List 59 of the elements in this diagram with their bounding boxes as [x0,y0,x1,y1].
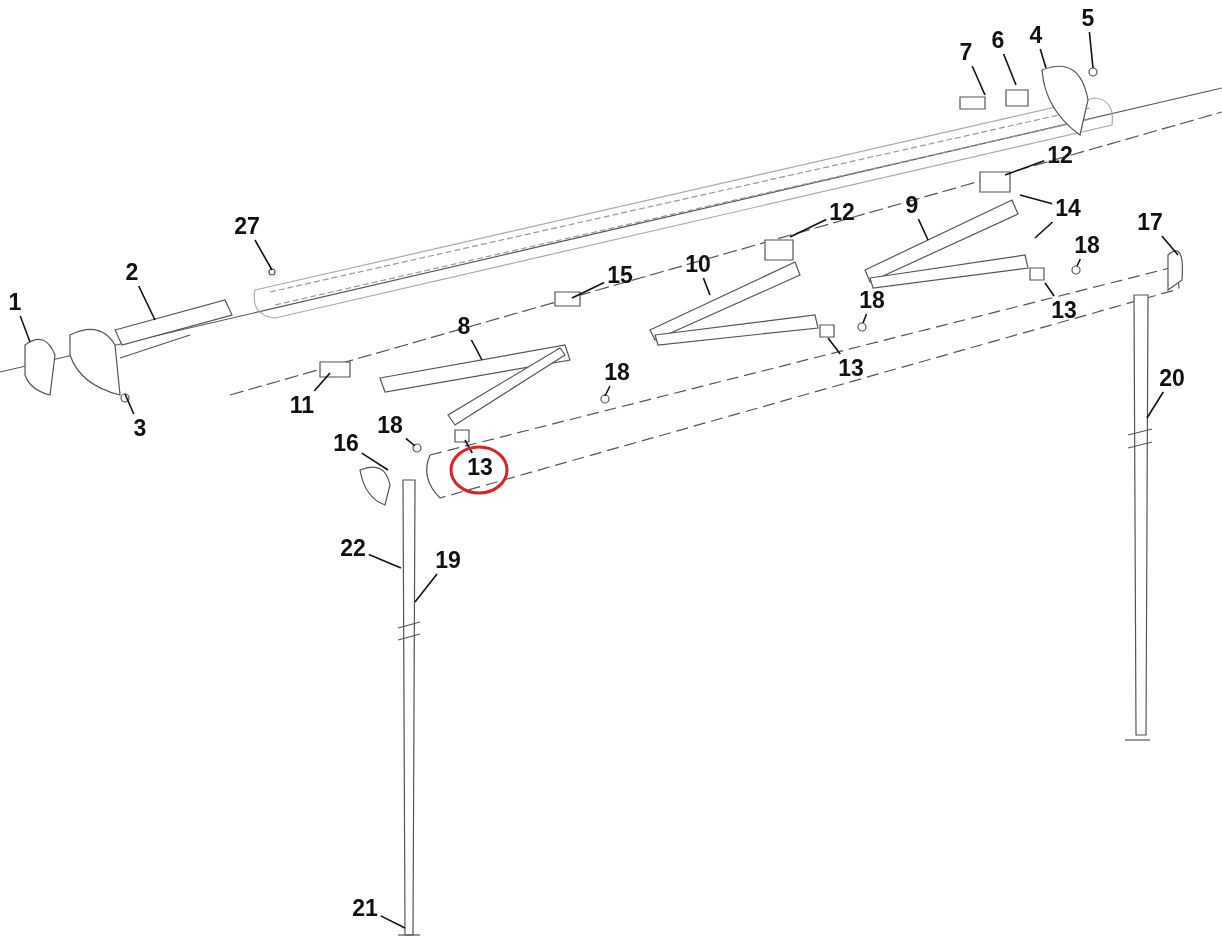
callout-number: 19 [435,548,461,572]
leader-line [124,393,135,415]
leader-line [702,277,711,296]
leader-line [862,313,868,324]
leader-line [1019,194,1053,205]
leader-line [361,452,389,471]
callout-number: 12 [829,200,855,224]
leader-line [1076,258,1082,267]
leader-line [380,915,406,929]
callout-number: 17 [1137,210,1163,234]
leader-line [368,553,402,569]
leader-line [971,65,986,96]
leader-line [1161,235,1179,256]
callout-number: 7 [959,40,973,64]
leader-line [464,439,474,454]
callout-number: 4 [1029,23,1043,47]
callout-number: 20 [1159,366,1185,390]
leader-line [604,385,611,397]
leader-line [254,239,273,271]
callout-number: 21 [352,896,378,920]
leader-line [313,372,331,392]
callout-number: 18 [377,413,403,437]
leader-line [789,218,827,238]
callout-number: 6 [991,28,1005,52]
leader-line [137,285,156,321]
leader-line [19,315,31,343]
callout-number: 1 [8,290,22,314]
leader-line [1088,31,1094,69]
leader-line [917,218,929,241]
callout-number: 10 [685,252,711,276]
callout-number: 5 [1081,6,1095,30]
callout-number: 11 [289,393,315,417]
callout-number: 22 [340,536,366,560]
callout-number: 15 [607,263,633,287]
callout-number: 13 [467,455,493,479]
callout-number: 8 [457,314,471,338]
callout-number: 18 [604,360,630,384]
callout-number: 16 [333,431,359,455]
leader-line [405,437,416,447]
callout-number: 27 [234,214,260,238]
callout-number: 2 [125,260,139,284]
callout-number: 3 [133,416,147,440]
callout-number: 14 [1055,196,1081,220]
leader-line [414,573,438,603]
callout-number: 13 [838,356,864,380]
leader-line [1044,282,1055,297]
callout-number: 18 [859,288,885,312]
callout-number: 12 [1047,143,1073,167]
leader-line [1002,53,1017,86]
callout-number: 18 [1074,233,1100,257]
callout-number: 13 [1051,298,1077,322]
leader-line [1146,391,1165,419]
callout-number: 9 [905,193,919,217]
leader-line [1004,159,1045,176]
leader-line [1034,221,1054,239]
leader-line [571,281,605,299]
leader-line [827,337,842,355]
leader-line [1039,48,1047,69]
leader-line [470,339,483,361]
